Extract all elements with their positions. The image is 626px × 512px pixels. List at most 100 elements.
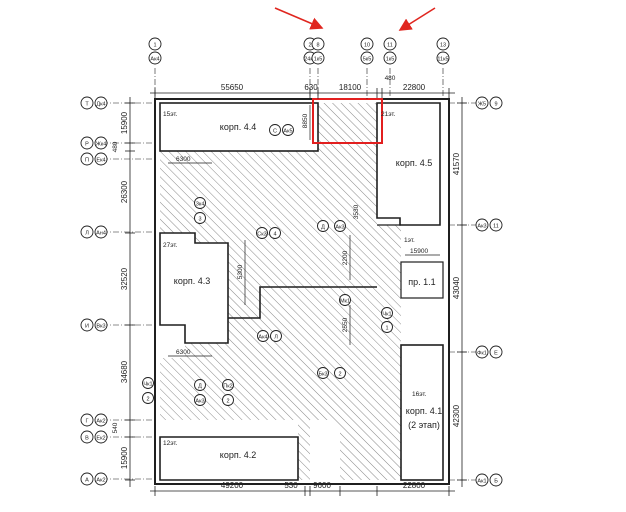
dim-bottom-4: 22800 [403,481,426,490]
label-k41-stage: (2 этап) [408,420,440,430]
label-k41-floors: 16эт. [412,391,427,398]
axis-inner-11-label: Чк1 [382,311,391,317]
building-4-2 [159,436,299,481]
axis-inner-3-label: 3 [198,216,201,222]
axis-left-6-ref-label: Ек2 [96,435,105,441]
dimensions-top [150,88,455,98]
label-k44-floors: 15эт. [163,111,178,118]
axis-inner-6-label: Д [321,224,325,230]
axis-left-4-ref-label: Вк3 [96,323,105,329]
axis-left-5-letter-label: Г [86,418,89,424]
dim-top-1: 55650 [221,83,244,92]
dim-left-4: 32520 [120,267,129,290]
axis-left-0-ref-label: Дк4 [96,101,105,107]
axis-top-0-ref-circle [148,51,162,65]
axis-left-2-letter-label: П [85,157,89,163]
pointer-arrows [274,7,436,31]
axis-left-0-ref-circle [94,96,108,110]
axis-right-3-ref-label: Ак1 [477,478,486,484]
axis-left-0-letter-label: Т [85,101,89,107]
axis-top-1-ref-label: 24к4 [304,56,316,62]
axis-top-5-ref-circle [436,51,450,65]
axis-inner-0-label: С [273,128,277,134]
axis-left-2-letter-circle [80,152,94,166]
axis-right-1-num-label: 11 [493,223,499,229]
dimensions-bottom [150,486,455,496]
axis-inner-8-label: Мк1 [340,298,350,304]
axis-left-3-letter-label: Л [85,230,89,236]
axis-inner-5-label: 4 [273,231,276,237]
axis-inner-10-circle [270,330,282,342]
axis-inner-19-circle [222,379,234,391]
axis-inner-19-label: Пк2 [223,383,232,389]
label-k45: корп. 4.5 [396,158,432,168]
axis-inner-0-circle [269,124,281,136]
axis-left-4-letter-label: И [85,323,89,329]
axis-inner-3-circle [194,212,206,224]
axis-inner-5-circle [269,227,281,239]
inner-dim-2550: 2550 [342,317,349,332]
axis-inner-4-circle [256,227,268,239]
axis-top-5-num-circle [436,37,450,51]
axis-left-1-letter-label: Р [85,141,89,147]
parking-1-1 [400,261,444,299]
axis-right-1-ref-circle [475,218,489,232]
buildings [159,102,444,481]
label-k42: корп. 4.2 [220,450,256,460]
axis-inner-2-label: Зк4 [196,201,205,207]
label-k44: корп. 4.4 [220,122,256,132]
axis-left-3-letter-circle [80,225,94,239]
axis-left-0-letter-circle [80,96,94,110]
axis-left-4-letter-circle [80,318,94,332]
axis-inner-15-circle [194,379,206,391]
axis-right-1-ref-label: Ак3 [477,223,486,229]
axis-left-4-ref-circle [94,318,108,332]
axis-left-5-ref-label: Ак2 [96,418,105,424]
axis-top-4-num-label: 11 [387,42,393,48]
axis-inner-1-circle [282,124,294,136]
dim-left-6: 540 [112,422,119,433]
axis-right-0-ref-circle [475,96,489,110]
axis-right-2-num-circle [489,345,503,359]
dim-left-5: 34680 [120,360,129,383]
axis-inner-11-circle [381,307,393,319]
axis-left-7-ref-circle [94,472,108,486]
dim-top-3: 18100 [339,83,362,92]
axis-inner-17-label: Чк1 [143,381,152,387]
axis-inner-13-circle [317,367,329,379]
dimensions-left [125,97,135,487]
dim-bottom-1: 49200 [221,481,244,490]
axis-left-3-ref-circle [94,225,108,239]
axis-top-2-num-label: 8 [316,42,319,48]
building-4-1 [400,344,444,481]
axis-inner-9-label: Ак4 [258,334,267,340]
axis-inner-6-circle [317,220,329,232]
label-pr11-floors: 1эт. [404,237,415,244]
axis-top-4-ref-label: 1к5 [386,56,395,62]
axis-inner-7-circle [334,220,346,232]
label-k42-floors: 12эт. [163,440,178,447]
inner-dim-270: 3530 [353,204,360,219]
label-k45-floors: 21эт. [381,111,396,118]
axis-right-0-num-circle [489,96,503,110]
axis-left-2-ref-circle [94,152,108,166]
axis-top-2-ref-label: 1к5 [314,56,323,62]
axis-inner-8-circle [339,294,351,306]
axis-right-0-num-label: 9 [494,101,497,107]
axis-left-7-letter-circle [80,472,94,486]
label-pr11: пр. 1.1 [408,277,435,287]
axis-right-3-ref-circle [475,473,489,487]
dim-left-2: 480 [112,141,119,152]
axis-left-5-ref-circle [94,413,108,427]
inner-dimensions [168,105,440,357]
inner-dim-5300a: 5300 [237,264,244,279]
dim-right-3: 42300 [452,404,461,427]
dim-left-7: 15900 [120,446,129,469]
axis-top-1-num-label: 2 [308,42,311,48]
dim-left-1: 15900 [120,111,129,134]
axis-top-3-num-label: 10 [364,42,370,48]
axis-inner-12-circle [381,321,393,333]
inner-dim-8850: 8850 [302,113,309,128]
